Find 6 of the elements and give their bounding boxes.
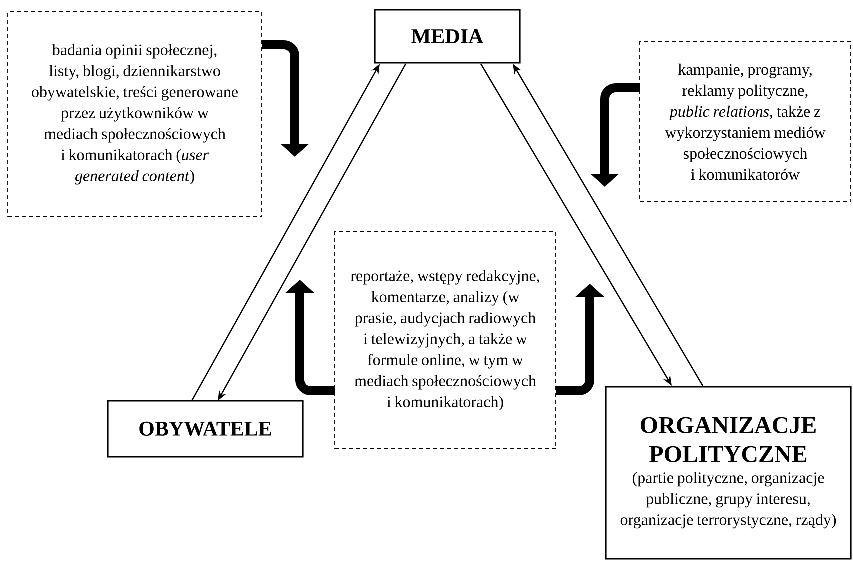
note-box: badania opinii społecznej, listy, blogi, dziennikarstwo obywatelskie, treści generowane przez użytkowników w mediach społecznościowych i komunikatorach (user generated content) bbox=[8, 12, 262, 218]
note-box: reportaże, wstępy redakcyjne, komentarze, analizy (w prasie, audycjach radiowych i telewizyjnych, a także w formule online, w tym w mediach społecznościowych i komunikatorach) bbox=[334, 232, 556, 450]
note-box: kampanie, programy, reklamy polityczne, public relations, także z wykorzystaniem mediów społecznościowych i komunikatorów bbox=[640, 42, 852, 202]
entity-box: OBYWATELE bbox=[107, 400, 304, 458]
entity-box: ORGANIZACJE POLITYCZNE (partie polityczne, organizacje publiczne, grupy interesu, organizacje terrorystyczne, rządy) bbox=[605, 386, 852, 560]
entity-box: MEDIA bbox=[374, 9, 521, 64]
